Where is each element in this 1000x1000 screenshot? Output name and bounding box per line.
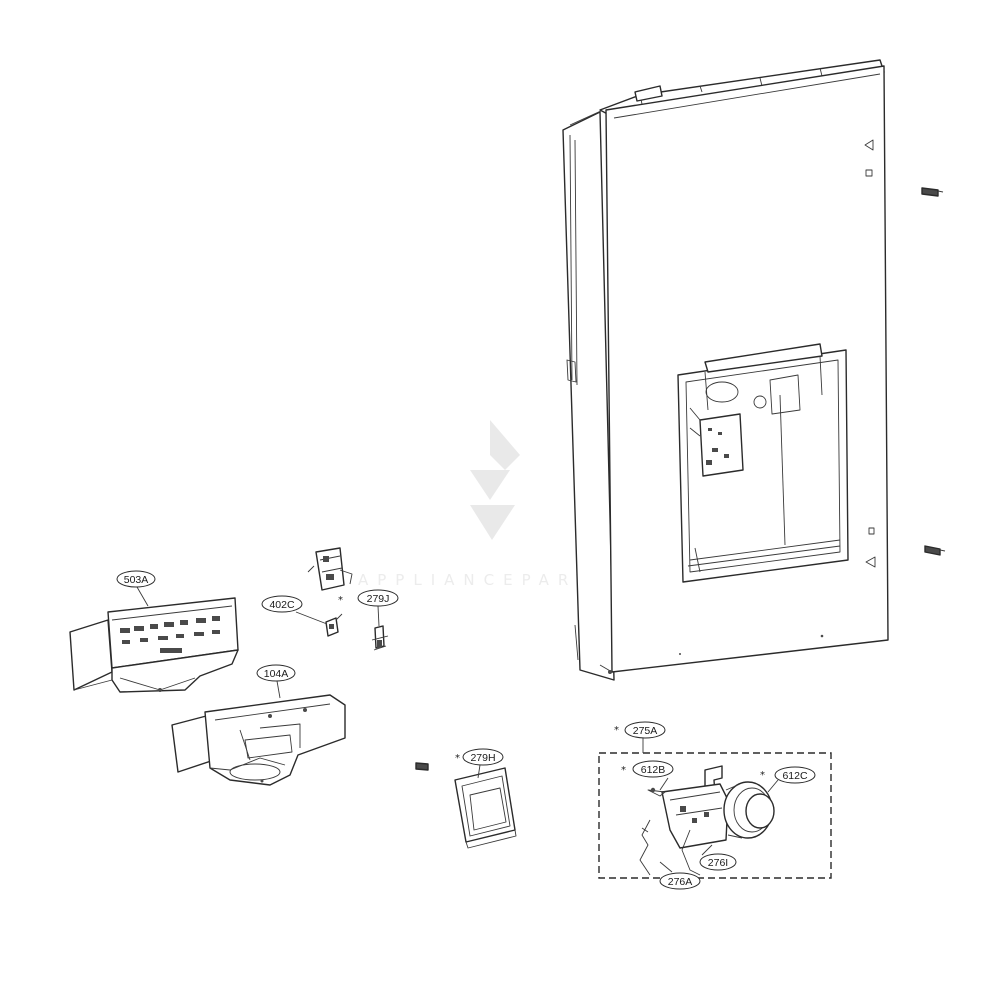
callout-503A: 503A <box>116 570 156 588</box>
leader-612C <box>767 779 779 793</box>
callout-402C: * 402C <box>261 595 343 613</box>
part-279H-pad <box>454 767 517 849</box>
switch-part-402C <box>325 613 343 637</box>
callout-275A-label: 275A <box>633 725 658 737</box>
callout-279H: * 279H <box>455 748 504 766</box>
display-control-panel <box>69 597 239 693</box>
callout-276A-label: 276A <box>668 876 693 888</box>
callout-279J: 279J <box>357 589 399 607</box>
auger-motor-assembly <box>639 765 775 876</box>
callout-612C-label: 612C <box>782 770 808 782</box>
leader-279H <box>477 764 481 779</box>
screw-279H <box>415 762 429 771</box>
watermark: APPLIANCEPARTS <box>358 420 613 589</box>
leader-104A <box>276 680 281 699</box>
callout-104A: 104A <box>256 664 296 682</box>
leader-503A <box>136 586 149 607</box>
callout-276A: 276A <box>659 872 701 890</box>
dispenser-switch-assembly <box>307 547 353 591</box>
callout-402C-star: * <box>338 595 343 606</box>
refrigerator-door <box>562 59 946 681</box>
leader-612B <box>659 777 669 791</box>
callout-276I-label: 276I <box>708 857 728 869</box>
callout-612B: * 612B <box>621 760 674 778</box>
callout-612B-star: * <box>621 765 626 776</box>
door-bolt-bottom <box>924 545 946 556</box>
part-279J <box>371 625 389 651</box>
callout-275A: * 275A <box>614 721 666 739</box>
callout-503A-label: 503A <box>124 574 149 586</box>
door-bolt-top <box>921 187 944 197</box>
leader-276A <box>659 861 673 873</box>
callout-104A-label: 104A <box>264 668 289 680</box>
callout-279J-label: 279J <box>367 593 390 605</box>
callout-402C-label: 402C <box>269 599 295 611</box>
leader-276I <box>701 844 713 856</box>
leader-279J <box>377 605 380 627</box>
callout-612C-star: * <box>760 770 765 781</box>
callout-612C: * 612C <box>760 766 816 784</box>
callout-276I: 276I <box>699 853 737 871</box>
leader-402C <box>295 611 328 625</box>
callout-279H-star: * <box>455 753 460 764</box>
dispenser-housing-cover <box>171 694 346 786</box>
watermark-text: APPLIANCEPARTS <box>358 571 613 589</box>
dispenser-recess <box>677 343 849 583</box>
assembly-275A-box <box>598 752 832 879</box>
callout-279H-label: 279H <box>470 752 495 764</box>
callout-612B-label: 612B <box>641 764 666 776</box>
callout-275A-star: * <box>614 725 619 736</box>
